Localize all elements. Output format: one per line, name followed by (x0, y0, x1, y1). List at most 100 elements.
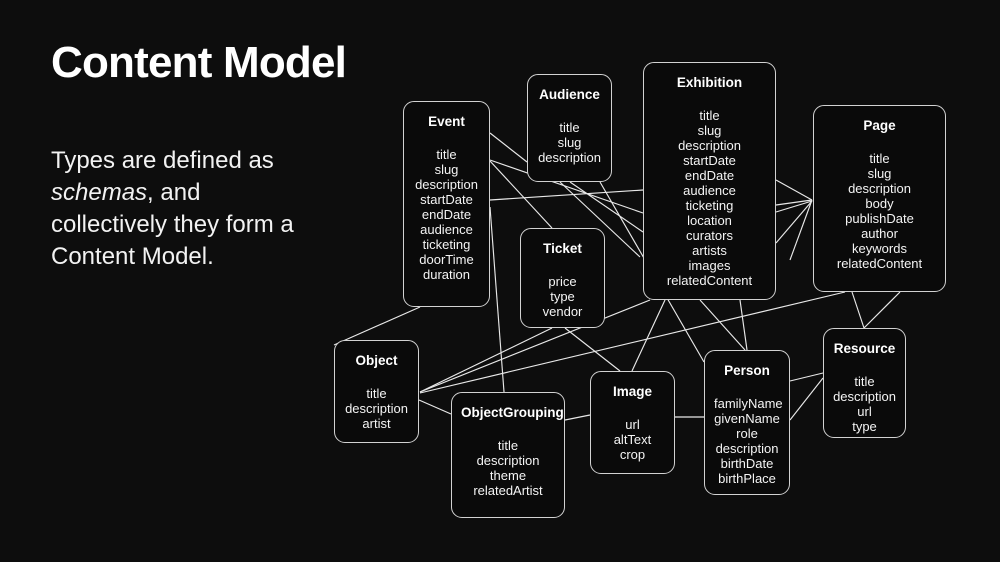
entity-name: Audience (539, 87, 600, 102)
entity-field: title (869, 151, 890, 167)
entity-name: Exhibition (676, 75, 743, 90)
entity-name: Image (612, 384, 653, 399)
entity-field: url (625, 417, 640, 433)
entity-field: theme (489, 468, 527, 484)
entity-field: type (852, 419, 877, 435)
entity-field: description (848, 181, 911, 197)
page-title: Content Model (51, 38, 347, 87)
entity-field: birthPlace (718, 471, 776, 487)
entity-field: description (538, 150, 601, 166)
entity-field: artists (692, 243, 727, 259)
entity-field: title (497, 438, 519, 454)
entity-field: description (415, 177, 478, 193)
relationship-edge (775, 200, 813, 244)
relationship-edge (419, 327, 553, 393)
relationship-edge (775, 200, 813, 213)
description-part-2: , and collectively they form a Content M… (51, 178, 294, 270)
entity-field: title (366, 386, 387, 402)
entity-field: startDate (683, 153, 736, 169)
entity-name: Event (428, 114, 465, 129)
entity-field: description (715, 441, 779, 457)
entity-field: slug (434, 162, 459, 178)
entity-field: endDate (684, 168, 735, 184)
description-text: Types are defined as schemas, and collec… (51, 145, 316, 273)
entity-field: relatedArtist (473, 483, 543, 499)
entity-field: slug (557, 135, 582, 151)
entity-name: Ticket (543, 241, 582, 256)
entity-field: description (345, 401, 408, 417)
entity-name: Object (355, 353, 398, 368)
entity-field: description (476, 453, 540, 469)
entity-field: keywords (852, 241, 907, 257)
entity-field: duration (423, 267, 470, 283)
entity-name: Person (724, 363, 770, 378)
relationship-edge (564, 327, 621, 372)
relationship-edge (739, 299, 748, 351)
entity-field: location (687, 213, 732, 229)
entity-field: artist (362, 416, 391, 432)
description-part-1: Types are defined as (51, 147, 274, 174)
entity-field: title (436, 147, 457, 163)
entity-field: startDate (420, 192, 473, 208)
relationship-edge (789, 377, 824, 421)
relationship-edge (564, 414, 591, 421)
entity-field: familyName (714, 396, 783, 412)
relationship-edge (851, 291, 865, 329)
entity-field: givenName (714, 411, 780, 427)
entity-field: author (861, 226, 898, 242)
entity-field: ticketing (685, 198, 734, 214)
entity-field: ticketing (422, 237, 471, 253)
description-emphasis: schemas (51, 178, 148, 206)
entity-field: type (550, 289, 575, 305)
relationship-edge (863, 291, 901, 329)
entity-field: title (854, 374, 875, 390)
relationship-edge (489, 132, 528, 163)
entity-field: endDate (421, 207, 472, 223)
entity-field: altText (613, 432, 652, 448)
relationship-edge (775, 199, 813, 206)
entity-field: description (678, 138, 741, 154)
entity-field: description (833, 389, 896, 405)
entity-field: url (857, 404, 872, 420)
entity-field: audience (683, 183, 736, 199)
relationship-edge (489, 206, 505, 393)
entity-field: role (736, 426, 758, 442)
entity-field: slug (697, 123, 722, 139)
relationship-edge (569, 181, 644, 233)
entity-name: ObjectGrouping (461, 405, 564, 420)
entity-field: relatedContent (666, 273, 753, 289)
entity-name: Page (863, 118, 896, 133)
relationship-edge (418, 399, 452, 415)
entity-field: images (688, 258, 731, 274)
entity-field: doorTime (419, 252, 474, 268)
entity-field: birthDate (720, 456, 774, 472)
entity-field: vendor (542, 304, 583, 320)
relationship-edge (775, 179, 813, 201)
entity-field: body (865, 196, 894, 212)
relationship-edge (789, 199, 813, 261)
entity-field: title (699, 108, 720, 124)
entity-field: publishDate (845, 211, 914, 227)
entity-field: price (548, 274, 577, 290)
relationship-edge (789, 372, 824, 382)
